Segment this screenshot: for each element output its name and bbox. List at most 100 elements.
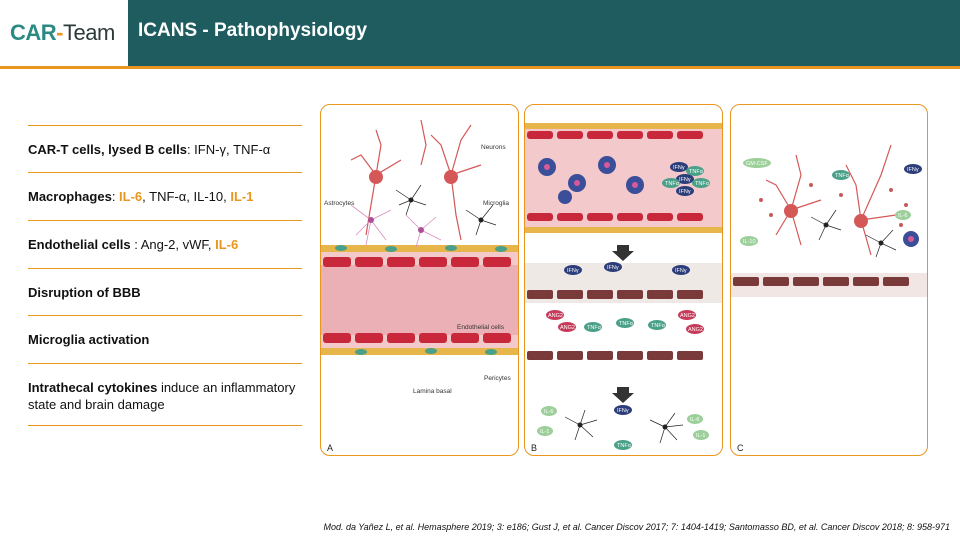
microglia-cells — [810, 209, 897, 258]
item-highlight: IL-1 — [230, 189, 254, 204]
neuron-cells — [350, 119, 482, 241]
svg-text:TNFα: TNFα — [695, 181, 710, 187]
header-bar: CAR-Team ICANS - Pathophysiology — [0, 0, 960, 66]
item-term: Endothelial cells — [28, 237, 131, 252]
vessel-core — [321, 265, 518, 335]
car-team-logo: CAR-Team — [10, 20, 115, 46]
astrocyte-cells — [350, 204, 442, 248]
list-item-microglia: Microglia activation — [28, 315, 302, 363]
rbc-row-bottom — [323, 333, 511, 343]
slide-title: ICANS - Pathophysiology — [138, 20, 368, 41]
svg-text:TNFα: TNFα — [587, 325, 602, 331]
basal-lamina-bottom — [321, 348, 518, 355]
item-text: : Ang-2, vWF, — [130, 237, 216, 252]
list-item-bbb: Disruption of BBB — [28, 268, 302, 315]
cytokine-dots — [759, 183, 908, 227]
item-sep: : — [111, 189, 120, 204]
microglia-cells — [564, 409, 684, 444]
label-lamina: Lamina basal — [413, 388, 452, 395]
logo-area: CAR-Team — [0, 0, 128, 66]
logo-team: Team — [63, 20, 115, 45]
item-text: induce an inflammatory state and brain d… — [28, 380, 296, 412]
svg-text:ANG2: ANG2 — [548, 313, 563, 319]
panel-c-cytokines: GM-CSF TNFα IFNγ IL-6 IL-10 — [740, 158, 922, 246]
cytokine-cluster: IFNγ TNFα IFNγ TNFα TNFα IFNγ — [662, 162, 710, 196]
svg-text:IL-6: IL-6 — [544, 409, 553, 415]
svg-text:IFNγ: IFNγ — [607, 265, 619, 271]
svg-text:IFNγ: IFNγ — [679, 177, 691, 183]
panel-b-figure: IFNγ TNFα IFNγ TNFα TNFα IFNγ IFNγ IFNγ … — [524, 104, 723, 456]
car-t-cells — [538, 156, 644, 204]
list-item-macrophages: Macrophages: IL-6, TNF-α, IL-10, IL-1 — [28, 172, 302, 220]
basal-lamina-top — [321, 245, 518, 252]
label-astrocytes: Astrocytes — [324, 200, 355, 207]
item-highlight: IL-6 — [119, 189, 143, 204]
svg-text:TNFα: TNFα — [617, 443, 632, 449]
list-item-cart: CAR-T cells, lysed B cells: IFN-γ, TNF-α — [28, 125, 302, 172]
endothelial-cells — [733, 277, 909, 286]
list-item-endothelial: Endothelial cells : Ang-2, vWF, IL-6 — [28, 220, 302, 268]
panel-letter-a: A — [327, 443, 334, 453]
mechanism-list: CAR-T cells, lysed B cells: IFN-γ, TNF-α… — [28, 125, 302, 426]
label-endothelial: Endothelial cells — [457, 324, 505, 331]
svg-text:TNFα: TNFα — [619, 321, 634, 327]
neuron-body — [369, 170, 383, 184]
astrocyte-body — [418, 227, 424, 233]
item-text: , TNF-α, IL-10, — [142, 189, 231, 204]
item-term: Microglia activation — [28, 332, 150, 347]
svg-text:IL-1: IL-1 — [696, 433, 705, 439]
down-arrow-icon — [612, 387, 634, 403]
header-divider — [0, 66, 960, 69]
rbc-rows — [527, 131, 703, 221]
endothelial-cells — [527, 290, 703, 360]
rbc-row-top — [323, 257, 511, 267]
panel-letter-c: C — [737, 443, 744, 453]
svg-text:IL-1: IL-1 — [540, 429, 549, 435]
panel-c-illustration: GM-CSF TNFα IFNγ IL-6 IL-10 — [731, 144, 927, 297]
svg-text:TNFα: TNFα — [665, 181, 680, 187]
cns-cytokines: IFNγ TNFα IL-6 IL-1 IL-6 IL-1 — [537, 405, 709, 450]
panel-letter-b: B — [531, 443, 538, 453]
svg-text:TNFα: TNFα — [835, 173, 850, 179]
svg-text:IFNγ: IFNγ — [617, 408, 629, 414]
down-arrow-icon — [612, 245, 634, 261]
svg-text:ANG2: ANG2 — [560, 325, 575, 331]
ifng-pills-top: IFNγ IFNγ IFNγ — [564, 262, 690, 275]
svg-text:TNFα: TNFα — [651, 323, 666, 329]
neuron-cells — [765, 144, 897, 256]
label-microglia: Microglia — [483, 200, 509, 207]
item-term: Macrophages — [28, 189, 112, 204]
neuron-body — [444, 170, 458, 184]
svg-text:IFNγ: IFNγ — [567, 268, 579, 274]
svg-text:IFNγ: IFNγ — [907, 167, 919, 173]
label-pericytes: Pericytes — [484, 375, 511, 382]
logo-dash: - — [56, 20, 63, 45]
pericyte-cells — [335, 245, 507, 355]
svg-text:IL-10: IL-10 — [743, 239, 756, 245]
microglia-cells — [395, 184, 497, 236]
panel-a-illustration: Neurons Astrocytes Microglia Endothelial… — [321, 119, 518, 395]
logo-car: CAR — [10, 20, 57, 45]
microglia-body — [478, 217, 484, 223]
label-neurons: Neurons — [481, 144, 506, 151]
svg-text:IL-6: IL-6 — [898, 213, 907, 219]
svg-text:IFNγ: IFNγ — [679, 189, 691, 195]
svg-text:ANG2: ANG2 — [688, 327, 703, 333]
svg-text:IL-6: IL-6 — [690, 417, 699, 423]
svg-text:ANG2: ANG2 — [680, 313, 695, 319]
item-highlight: IL-6 — [215, 237, 239, 252]
svg-text:GM-CSF: GM-CSF — [746, 161, 768, 167]
list-item-intrathecal: Intrathecal cytokines induce an inflamma… — [28, 363, 302, 426]
item-term: CAR-T cells, lysed B cells — [28, 142, 187, 157]
microglia-body — [408, 197, 414, 203]
references-footer: Mod. da Yañez L, et al. Hemasphere 2019;… — [323, 522, 950, 532]
panel-a-figure: Neurons Astrocytes Microglia Endothelial… — [320, 104, 519, 456]
panel-b-illustration: IFNγ TNFα IFNγ TNFα TNFα IFNγ IFNγ IFNγ … — [525, 123, 722, 450]
item-text: : IFN-γ, TNF-α — [186, 142, 271, 157]
ang2-tnfa-pills: ANG2 ANG2 TNFα TNFα TNFα ANG2 ANG2 — [546, 310, 704, 334]
astrocyte-body — [368, 217, 374, 223]
item-term: Disruption of BBB — [28, 285, 141, 300]
svg-text:IFNγ: IFNγ — [675, 268, 687, 274]
svg-text:IFNγ: IFNγ — [673, 165, 685, 171]
svg-text:TNFα: TNFα — [689, 169, 704, 175]
